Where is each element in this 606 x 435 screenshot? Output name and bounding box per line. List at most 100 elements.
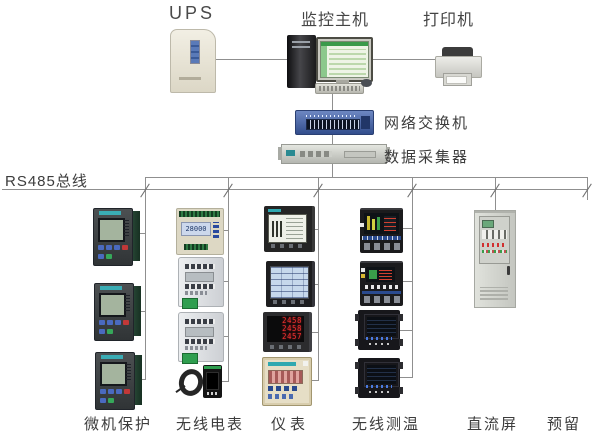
relay-brand-strip xyxy=(101,355,123,359)
side-button xyxy=(360,223,364,227)
column1-spine xyxy=(145,177,146,380)
meter-buttons xyxy=(270,345,301,349)
column3-label: 仪表 xyxy=(271,416,310,433)
device-stub xyxy=(403,281,412,282)
wireless-sensor-box xyxy=(203,365,222,398)
ups-label: UPS xyxy=(169,3,216,23)
keyboard-keys xyxy=(319,86,360,91)
markings xyxy=(369,343,389,345)
rs485-bus-line xyxy=(2,189,587,190)
relay-brand-strip xyxy=(100,286,122,290)
panel-meter-bargraph xyxy=(264,206,315,252)
relay-lcd xyxy=(99,293,126,317)
button-row xyxy=(185,339,215,344)
device-stub xyxy=(310,380,318,381)
app-sidebar xyxy=(321,46,327,77)
meter-screen: 2458 2458 2457 xyxy=(267,316,304,342)
bar-green xyxy=(377,217,380,230)
panel-meter-beige xyxy=(262,357,312,406)
device-stub xyxy=(312,284,318,285)
led-reading: 2458 xyxy=(281,324,302,333)
button-row xyxy=(185,319,215,324)
bus-bracket-line xyxy=(145,177,587,178)
green-display xyxy=(482,220,494,228)
meter-lcd xyxy=(268,370,303,384)
terminal-strip xyxy=(179,211,220,217)
column5-spine xyxy=(495,177,496,210)
side-button xyxy=(361,268,365,272)
dc-panel-cabinet xyxy=(474,210,516,308)
green-terminal xyxy=(182,298,198,309)
label-strip xyxy=(362,291,401,294)
led-reading: 2458 xyxy=(281,316,302,325)
meter-lcd xyxy=(185,272,214,282)
monitor-screen xyxy=(320,41,369,78)
monitor-stand xyxy=(336,80,349,83)
button-row xyxy=(185,264,215,269)
temp-sensor-unit-2 xyxy=(355,358,403,398)
relay-vents xyxy=(126,364,131,380)
button-row xyxy=(268,394,296,399)
app-titlebar xyxy=(321,42,368,46)
relay-buttons xyxy=(100,389,130,405)
corner-button xyxy=(303,361,308,366)
mount-flange xyxy=(399,362,403,369)
app-content-rows xyxy=(329,49,366,75)
column3-spine xyxy=(318,177,319,381)
column2-label: 无线电表 xyxy=(176,416,245,433)
relay-case xyxy=(132,355,142,405)
keyboard xyxy=(315,83,364,94)
sensor-markings xyxy=(207,392,218,395)
device-stub xyxy=(138,311,145,312)
device-stub xyxy=(312,229,318,230)
device-stub xyxy=(222,281,228,282)
collector-label: 数据采集器 xyxy=(384,149,470,166)
meter-buttons xyxy=(213,222,219,238)
red-readout xyxy=(384,216,396,231)
panel-meter-led: 2458 2458 2457 xyxy=(263,312,312,352)
ups-nameplate xyxy=(179,77,201,80)
meter-buttons xyxy=(273,300,304,304)
rack-ear xyxy=(278,147,282,160)
printer-paper xyxy=(446,76,467,84)
sensor-screen xyxy=(364,362,399,387)
data-collector xyxy=(278,144,390,164)
sensor-screen xyxy=(206,372,219,390)
device-stub xyxy=(222,336,228,337)
rack-ear xyxy=(386,147,390,160)
relay-vents xyxy=(124,220,129,236)
indicator-dots xyxy=(366,337,392,340)
switch-collector-line xyxy=(332,133,333,144)
column2-spine xyxy=(228,177,229,382)
ups-display-panel xyxy=(190,40,200,64)
mount-flange xyxy=(399,387,403,394)
relay-buttons xyxy=(99,320,129,336)
host-tower xyxy=(287,35,316,88)
bar-yellow xyxy=(367,216,370,230)
device-stub xyxy=(400,377,412,378)
wireless-meter-module-3 xyxy=(178,312,224,364)
host-label: 监控主机 xyxy=(301,12,370,29)
column1-label: 微机保护 xyxy=(84,416,153,433)
red-readout xyxy=(379,269,392,280)
collector-bus-line xyxy=(332,162,333,178)
mount-flange xyxy=(355,339,359,346)
relay-lcd xyxy=(98,218,125,242)
mount-flange xyxy=(355,362,359,369)
collector-display xyxy=(344,151,376,158)
panel-meter-lcd xyxy=(266,261,315,307)
meter-brand-strip xyxy=(268,362,296,366)
temp-monitor-1 xyxy=(360,208,403,253)
collector-buttons xyxy=(300,151,332,157)
protection-relay-1 xyxy=(93,208,140,266)
relay-case xyxy=(131,286,141,336)
mount-flange xyxy=(355,387,359,394)
collector-brand-chip xyxy=(286,150,295,156)
device-stub xyxy=(309,332,318,333)
vent-grille xyxy=(480,287,508,300)
printer-device xyxy=(435,47,482,86)
printer-lid xyxy=(442,47,473,58)
switch-label: 网络交换机 xyxy=(384,115,470,132)
mount-flange xyxy=(399,314,403,321)
